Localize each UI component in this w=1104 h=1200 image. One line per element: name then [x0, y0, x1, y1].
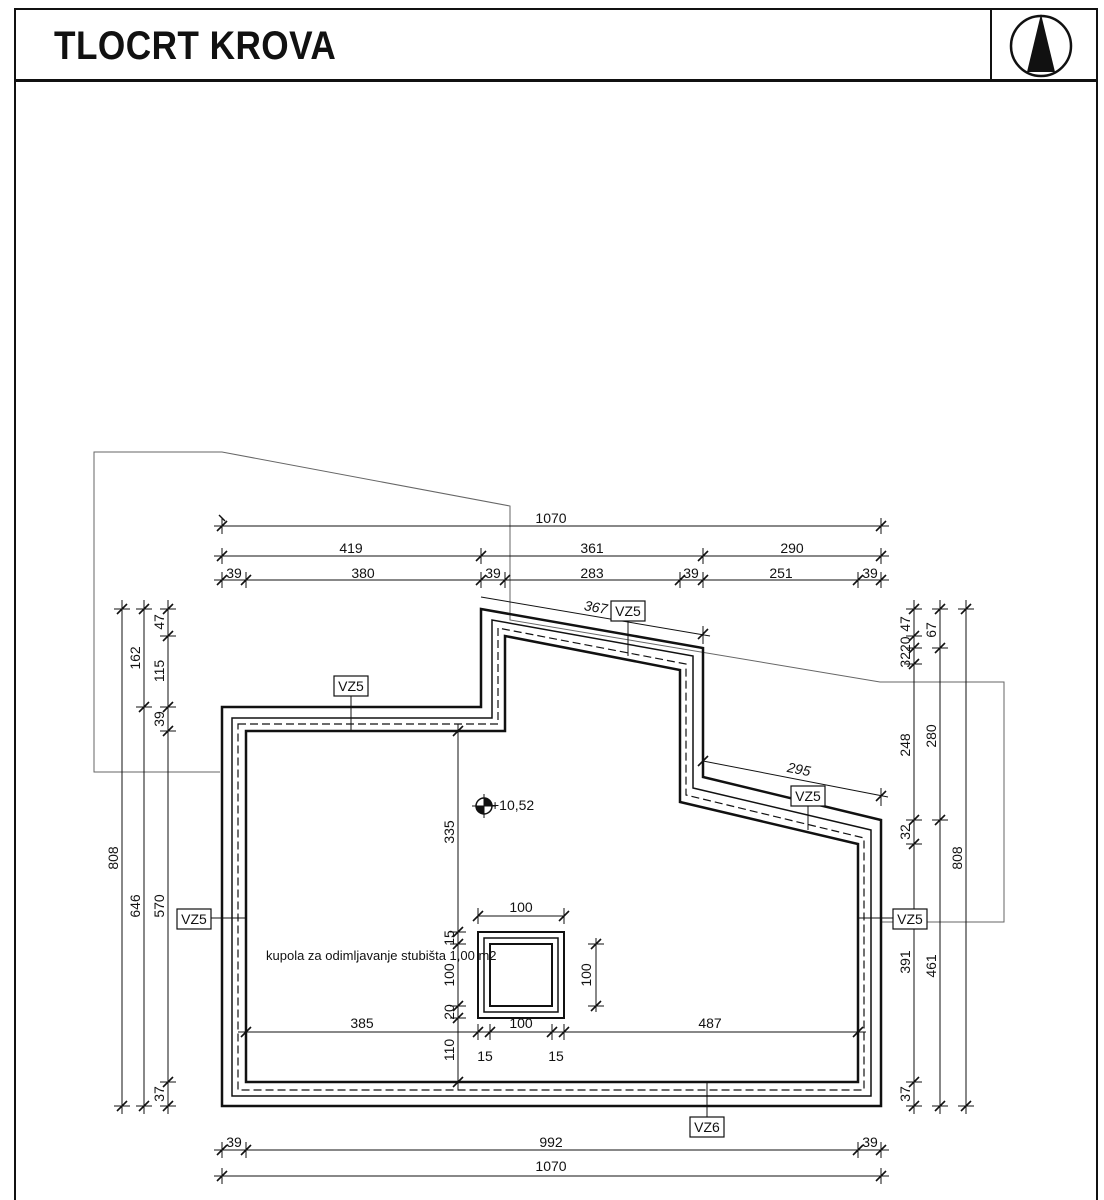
tag-vz5-top-slope: VZ5 [610, 600, 646, 622]
tag-leaders [210, 620, 894, 1118]
title-divider [990, 8, 992, 79]
left-dim-646: 646 [127, 894, 143, 918]
drawing-title: TLOCRT KROVA [54, 24, 337, 68]
left-dim-37: 37 [151, 1086, 167, 1102]
bottom-dim-overall: 1070 [535, 1158, 566, 1174]
left-dim-115: 115 [151, 660, 167, 683]
top-dim-251: 251 [769, 565, 793, 581]
right-dim-280: 280 [923, 724, 939, 748]
inner-dim-385: 385 [350, 1015, 374, 1031]
skylight-dim-side: 100 [578, 963, 594, 987]
skylight-dim-top: 100 [509, 899, 533, 915]
inner-dim-20v: 20 [441, 1004, 457, 1020]
tag-vz6-bottom: VZ6 [689, 1116, 725, 1138]
tag-vz5-top-slope-text: VZ5 [615, 603, 641, 619]
right-dim-overall: 808 [949, 846, 965, 870]
bottom-dim-39a: 39 [226, 1134, 242, 1150]
inner-dim-100v: 100 [441, 963, 457, 987]
inner-dim-slope-367: 367 [583, 597, 610, 617]
bottom-dim-39b: 39 [862, 1134, 878, 1150]
top-dim-283: 283 [580, 565, 604, 581]
tag-vz5-right: VZ5 [892, 908, 928, 930]
tag-vz5-right-slope: VZ5 [790, 785, 826, 807]
tag-vz5-left-text: VZ5 [181, 911, 207, 927]
tag-vz5-top-left: VZ5 [333, 675, 369, 697]
inner-dim-15h-b: 15 [548, 1048, 564, 1064]
right-dim-461: 461 [923, 954, 939, 978]
skylight [477, 931, 565, 1019]
tag-vz5-left: VZ5 [176, 908, 212, 930]
left-dim-570: 570 [151, 894, 167, 918]
drawing-frame [14, 8, 1098, 1200]
top-dim-419: 419 [339, 540, 363, 556]
tag-vz5-top-left-text: VZ5 [338, 678, 364, 694]
site-outline [93, 451, 1005, 923]
left-dim-overall: 808 [105, 846, 121, 870]
top-dim-361: 361 [580, 540, 604, 556]
inner-dim-487: 487 [698, 1015, 722, 1031]
bottom-dim-992: 992 [539, 1134, 563, 1150]
tag-vz5-right-slope-text: VZ5 [795, 788, 821, 804]
right-dim-47: 47 [897, 616, 913, 632]
left-dim-162: 162 [127, 646, 143, 670]
left-dimensions [114, 600, 176, 1114]
skylight-label: kupola za odimljavanje stubišta 1,00 m2 [266, 948, 497, 963]
inner-dim-100h: 100 [509, 1015, 533, 1031]
level-label: +10,52 [491, 797, 534, 813]
inner-dim-15h-a: 15 [477, 1048, 493, 1064]
inner-dimensions [238, 596, 889, 1090]
inner-dim-slope-295: 295 [785, 759, 812, 779]
right-dim-37: 37 [897, 1086, 913, 1102]
top-dim-290: 290 [780, 540, 804, 556]
north-arrow-icon [1009, 14, 1073, 78]
top-dim-39d: 39 [862, 565, 878, 581]
top-dim-380: 380 [351, 565, 375, 581]
inner-dim-335: 335 [441, 820, 457, 844]
title-bar: TLOCRT KROVA [14, 8, 1098, 82]
right-dimensions [906, 600, 974, 1114]
level-marker [472, 794, 496, 818]
inner-dim-110v: 110 [441, 1039, 457, 1062]
top-dim-39b: 39 [485, 565, 501, 581]
left-dim-39: 39 [151, 711, 167, 727]
top-dim-39a: 39 [226, 565, 242, 581]
left-dim-47: 47 [151, 614, 167, 630]
right-dim-391: 391 [897, 950, 913, 974]
tag-vz5-right-text: VZ5 [897, 911, 923, 927]
bottom-dimensions [214, 1142, 889, 1184]
right-dim-3220: 3220 [897, 636, 913, 667]
right-dim-32: 32 [897, 824, 913, 840]
inner-dim-15v: 15 [441, 930, 457, 946]
right-dim-248: 248 [897, 733, 913, 757]
top-dim-overall: 1070 [535, 510, 566, 526]
right-dim-67: 67 [923, 622, 939, 638]
tag-vz6-bottom-text: VZ6 [694, 1119, 720, 1135]
top-dimensions [214, 514, 889, 588]
top-dim-39c: 39 [683, 565, 699, 581]
